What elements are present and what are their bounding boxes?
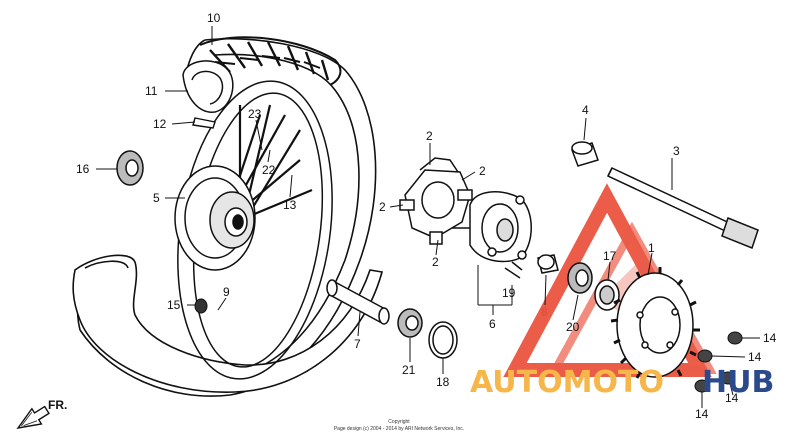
label-21: 21 — [402, 363, 416, 377]
label-22: 22 — [262, 163, 276, 177]
front-direction-label: FR. — [48, 398, 67, 412]
tire — [76, 36, 377, 397]
brake-disc — [174, 165, 256, 271]
label-12: 12 — [153, 117, 167, 131]
label-19: 19 — [502, 286, 516, 300]
bolt-19 — [504, 261, 523, 279]
label-7: 7 — [354, 337, 361, 351]
watermark-wordmark: AUTOMOTO HUB — [470, 365, 774, 400]
label-16: 16 — [76, 162, 90, 176]
label-10: 10 — [207, 11, 221, 25]
label-11: 11 — [145, 84, 158, 98]
oil-seal-17 — [594, 279, 620, 311]
bearing-21 — [397, 308, 423, 338]
label-9: 9 — [223, 285, 230, 299]
rim-band — [72, 254, 384, 393]
label-17: 17 — [603, 249, 617, 263]
nut-15 — [194, 298, 208, 314]
label-8: 8 — [541, 305, 548, 319]
collar-7 — [326, 279, 390, 325]
label-2-bottom: 2 — [432, 255, 439, 269]
label-2-top: 2 — [426, 129, 433, 143]
bearing-16 — [116, 150, 144, 186]
watermark-part2: HUB — [702, 365, 774, 400]
front-direction-arrow: FR. — [16, 398, 67, 429]
collar-8 — [537, 254, 559, 274]
sprocket-hub — [452, 191, 532, 263]
axle — [606, 167, 759, 249]
label-18: 18 — [436, 375, 450, 389]
oil-seal-18 — [428, 321, 458, 359]
label-14-d: 14 — [695, 407, 709, 421]
bearing-20 — [567, 262, 593, 294]
label-15: 15 — [167, 298, 181, 312]
label-1: 1 — [648, 241, 655, 255]
label-3: 3 — [673, 144, 680, 158]
collar-4 — [571, 141, 599, 167]
label-14-a: 14 — [763, 331, 777, 345]
label-5: 5 — [153, 191, 160, 205]
sprocket — [610, 267, 700, 383]
footer-copyright: Copyright — [388, 419, 410, 425]
label-14-c: 14 — [725, 391, 739, 405]
label-20: 20 — [566, 320, 580, 334]
label-2-right: 2 — [479, 164, 486, 178]
nuts-14 — [694, 331, 743, 393]
label-4: 4 — [582, 103, 589, 117]
label-6: 6 — [489, 317, 496, 331]
leader-lines — [96, 26, 760, 408]
valve — [192, 117, 216, 129]
inner-tube — [182, 60, 234, 113]
footer-page-line: Page design (c) 2004 - 2014 by ARI Netwo… — [334, 426, 464, 432]
watermark-part1: AUTOMOTO — [470, 365, 664, 400]
label-23: 23 — [248, 107, 262, 121]
label-2-left: 2 — [379, 200, 386, 214]
label-13: 13 — [283, 198, 297, 212]
label-14-b: 14 — [748, 350, 762, 364]
damper — [399, 157, 473, 245]
